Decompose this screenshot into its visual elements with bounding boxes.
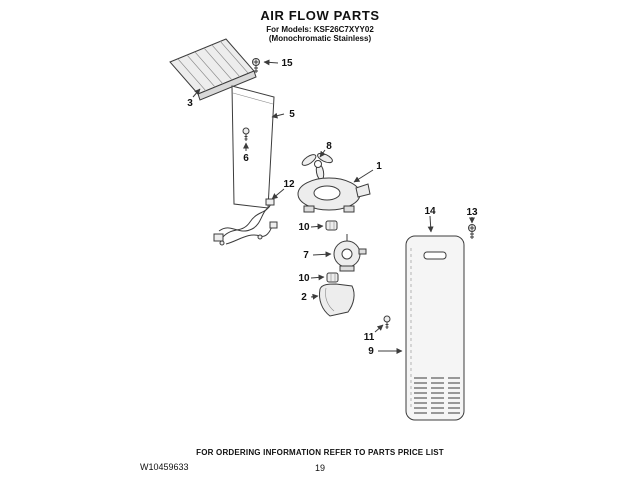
leader-10-lower — [310, 274, 325, 281]
leader-11 — [374, 324, 384, 333]
document-number: W10459633 — [140, 462, 189, 472]
screw-part-15: 15 — [252, 58, 293, 73]
callout-5: 5 — [289, 109, 295, 120]
callout-14: 14 — [424, 206, 436, 217]
callout-10-upper: 10 — [298, 222, 310, 233]
callout-1: 1 — [376, 161, 382, 172]
callout-7: 7 — [303, 250, 309, 261]
leader-1 — [353, 169, 374, 183]
leader-14 — [427, 215, 434, 233]
leader-12 — [271, 188, 285, 200]
screw-part-13: 13 — [466, 207, 478, 239]
screw-part-11: 11 — [364, 315, 391, 343]
grille-cover-part-3: 3 — [169, 38, 257, 109]
callout-13: 13 — [466, 207, 478, 218]
callout-11: 11 — [364, 332, 375, 343]
leader-5 — [271, 112, 285, 119]
callout-3: 3 — [187, 98, 193, 109]
callout-2: 2 — [301, 292, 307, 303]
callout-9: 9 — [368, 346, 374, 357]
callout-6: 6 — [243, 153, 249, 164]
motor-part-7: 7 — [303, 234, 367, 272]
wire-harness-part-12: 12 — [213, 179, 295, 246]
leader-10-upper — [310, 223, 324, 230]
ordering-note: FOR ORDERING INFORMATION REFER TO PARTS … — [196, 448, 444, 457]
fan-blade-part-8: 8 — [301, 141, 333, 181]
callout-8: 8 — [326, 141, 332, 152]
clamp-part-10-lower: 10 — [298, 272, 339, 284]
page-number: 19 — [314, 463, 325, 473]
models-line: For Models: KSF26C7XYY02 — [266, 25, 374, 34]
air-duct-part-2: 2 — [301, 283, 355, 317]
leader-15 — [263, 59, 279, 66]
screw-part-6: 6 — [242, 127, 250, 164]
page-title: AIR FLOW PARTS — [260, 8, 380, 23]
callout-15: 15 — [281, 58, 293, 69]
leader-3 — [192, 88, 201, 98]
callout-10-lower: 10 — [298, 273, 310, 284]
finish-line: (Monochromatic Stainless) — [268, 34, 372, 43]
rear-panel-part-9: 9 14 — [368, 206, 465, 421]
clamp-part-10-upper: 10 — [298, 220, 338, 233]
leader-8 — [319, 149, 326, 158]
vent-slots — [414, 377, 460, 414]
leader-2 — [310, 293, 319, 300]
leader-7 — [312, 251, 332, 258]
callout-12: 12 — [283, 179, 295, 190]
fan-housing-part-1: 1 — [297, 161, 382, 213]
